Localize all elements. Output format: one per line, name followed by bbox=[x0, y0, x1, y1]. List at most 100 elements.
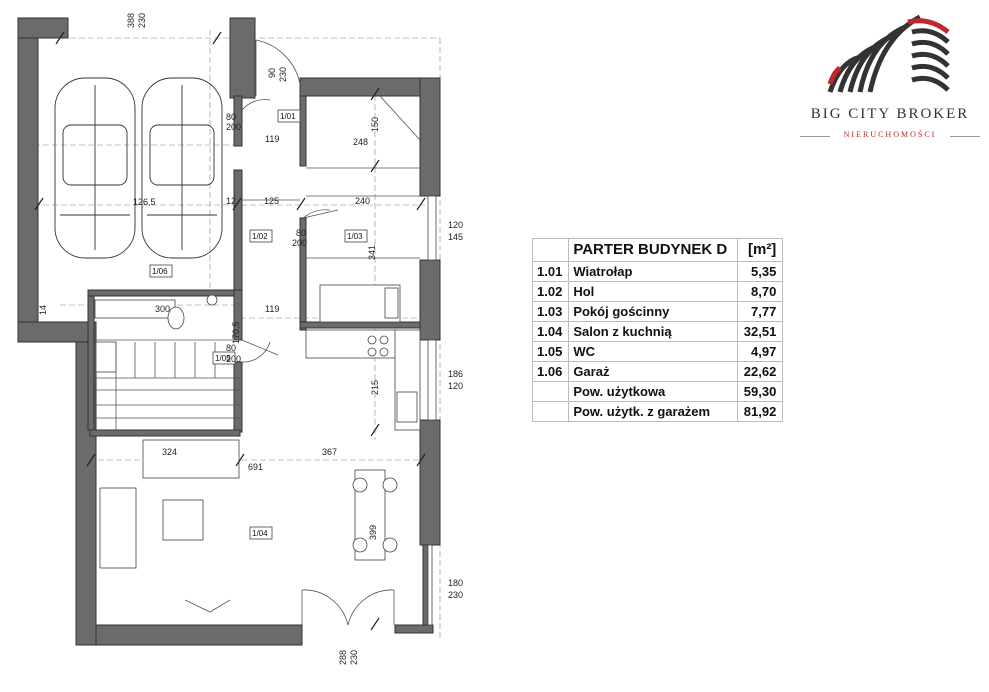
brand-subtitle: NIERUCHOMOŚCI bbox=[843, 130, 937, 139]
dim-label: 230 bbox=[349, 650, 359, 665]
door-1-05 bbox=[241, 339, 279, 363]
dim-label: 90 bbox=[267, 68, 277, 78]
dim-label: 80 bbox=[226, 112, 236, 122]
table-unit: [m²] bbox=[737, 238, 784, 262]
dim-label: 324 bbox=[162, 447, 177, 457]
dim-label: 145 bbox=[448, 232, 463, 242]
room-label-1-05: 1/05 bbox=[215, 354, 231, 363]
sofa bbox=[142, 439, 240, 479]
wall bbox=[419, 259, 441, 341]
wall bbox=[233, 95, 243, 147]
dim-label: 399 bbox=[368, 525, 378, 540]
wall bbox=[299, 77, 441, 97]
wall bbox=[87, 295, 95, 431]
door-1-03 bbox=[302, 209, 339, 219]
table-header: PARTER BUDYNEK D [m²] bbox=[531, 238, 784, 262]
dim-label: 126,5 bbox=[133, 197, 156, 207]
dining-chair bbox=[352, 477, 368, 493]
dim-label: 200 bbox=[292, 238, 307, 248]
dim-label: 215 bbox=[370, 380, 380, 395]
terrace-door bbox=[301, 589, 395, 626]
dining-chair bbox=[352, 537, 368, 553]
dim-label: 691 bbox=[248, 462, 263, 472]
wall bbox=[299, 95, 307, 167]
wall bbox=[17, 17, 69, 39]
table-row: 1.06 Garaż 22,62 bbox=[531, 361, 784, 382]
wall bbox=[419, 77, 441, 197]
dim-label: 125 bbox=[264, 196, 279, 206]
dim-label: 120 bbox=[448, 220, 463, 230]
brand-logo: BIG CITY BROKER NIERUCHOMOŚCI bbox=[800, 12, 980, 152]
dim-label: 230 bbox=[278, 67, 288, 82]
dim-label: 186 bbox=[448, 369, 463, 379]
wall bbox=[419, 419, 441, 546]
dim-label: 230 bbox=[448, 590, 463, 600]
wall bbox=[17, 17, 39, 341]
cooktop-burner bbox=[367, 347, 377, 357]
table-total-row: Pow. użytkowa 59,30 bbox=[531, 381, 784, 402]
room-label-1-04: 1/04 bbox=[252, 529, 268, 538]
dim-label: 388 bbox=[126, 13, 136, 28]
dim-label: 119 bbox=[265, 304, 279, 314]
room-label-1-02: 1/02 bbox=[252, 232, 268, 241]
dim-label: 367 bbox=[322, 447, 337, 457]
building-logo-icon bbox=[827, 14, 950, 93]
wall bbox=[87, 289, 241, 297]
door-1-01 bbox=[241, 99, 271, 111]
dim-label: 80 bbox=[226, 343, 236, 353]
car-left bbox=[54, 77, 136, 259]
dim-label: 240 bbox=[355, 196, 370, 206]
toilet bbox=[167, 306, 185, 330]
pillow bbox=[384, 287, 399, 319]
dining-chair bbox=[382, 537, 398, 553]
car-right bbox=[141, 77, 223, 259]
area-table: PARTER BUDYNEK D [m²] 1.01 Wiatrołap 5,3… bbox=[531, 238, 784, 422]
room-label-1-06: 1/06 bbox=[152, 267, 168, 276]
room-label-1-01: 1/01 bbox=[280, 112, 296, 121]
coffee-table bbox=[162, 499, 204, 541]
window bbox=[427, 339, 437, 421]
wall bbox=[229, 17, 256, 99]
floor-plan: 1/01 1/02 1/03 1/04 1/05 1/06 388 230 90… bbox=[17, 13, 463, 665]
table-row: 1.04 Salon z kuchnią 32,51 bbox=[531, 321, 784, 342]
dining-chair bbox=[382, 477, 398, 493]
dim-label: 288 bbox=[338, 650, 348, 665]
sofa-left bbox=[99, 487, 137, 569]
table-row: 1.03 Pokój gościnny 7,77 bbox=[531, 301, 784, 322]
dim-label: 300 bbox=[155, 304, 170, 314]
tv-stand bbox=[184, 599, 231, 613]
cooktop-burner bbox=[379, 335, 389, 345]
table-total-row: Pow. użytk. z garażem 81,92 bbox=[531, 401, 784, 422]
dim-label: 200 bbox=[226, 122, 241, 132]
dim-label: 12 bbox=[226, 196, 236, 206]
dim-label: 200 bbox=[226, 354, 241, 364]
cooktop-burner bbox=[379, 347, 389, 357]
dim-label: 120 bbox=[448, 381, 463, 391]
sink-drain-icon bbox=[206, 294, 218, 306]
dim-label: 248 bbox=[353, 137, 368, 147]
dim-label: 150 bbox=[370, 117, 380, 132]
wall bbox=[299, 321, 421, 329]
table-title: PARTER BUDYNEK D bbox=[568, 238, 739, 262]
dim-label: 170,5 bbox=[231, 321, 241, 344]
window bbox=[427, 544, 433, 626]
dim-label: 14 bbox=[38, 305, 48, 315]
wall bbox=[233, 361, 243, 433]
staircase bbox=[95, 341, 240, 430]
room-label-1-03: 1/03 bbox=[347, 232, 363, 241]
wall bbox=[75, 624, 303, 646]
table-row: 1.02 Hol 8,70 bbox=[531, 281, 784, 302]
wall bbox=[394, 624, 434, 634]
table-row: 1.01 Wiatrołap 5,35 bbox=[531, 261, 784, 282]
entrance-door bbox=[255, 39, 301, 96]
cooktop-burner bbox=[367, 335, 377, 345]
table-row: 1.05 WC 4,97 bbox=[531, 341, 784, 362]
dim-label: 180 bbox=[448, 578, 463, 588]
wall bbox=[89, 429, 241, 437]
dim-label: 119 bbox=[265, 134, 279, 144]
kitchen-sink bbox=[396, 391, 418, 423]
dim-label: 230 bbox=[137, 13, 147, 28]
wall bbox=[17, 321, 97, 343]
window bbox=[427, 195, 437, 261]
brand-name: BIG CITY BROKER bbox=[810, 106, 970, 122]
